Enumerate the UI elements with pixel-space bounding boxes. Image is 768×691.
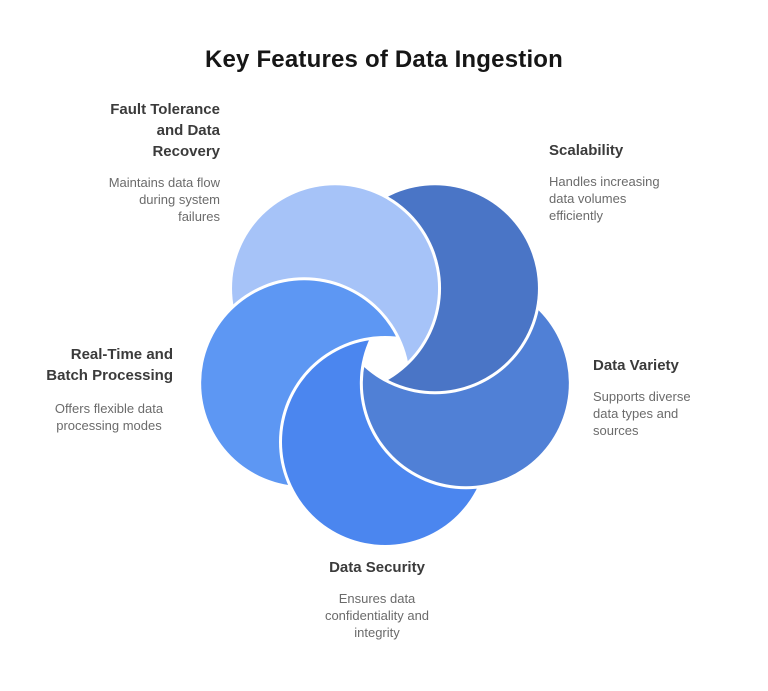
feature-scalability: Scalability Handles increasing data volu… — [549, 140, 673, 224]
feature-data-security-description: Ensures data confidentiality and integri… — [324, 591, 430, 640]
feature-scalability-description: Handles increasing data volumes efficien… — [549, 174, 660, 223]
feature-real-time-batch: Real-Time and Batch Processing Offers fl… — [45, 344, 173, 434]
feature-data-security-title: Data Security — [329, 559, 425, 576]
feature-data-variety: Data Variety Supports diverse data types… — [593, 355, 705, 439]
feature-real-time-batch-description: Offers flexible data processing modes — [54, 401, 164, 433]
feature-fault-tolerance-description: Maintains data flow during system failur… — [108, 175, 220, 224]
page-title: Key Features of Data Ingestion — [204, 46, 564, 73]
feature-scalability-title: Scalability — [549, 142, 624, 159]
pinwheel-petal-real-time-batch — [201, 280, 408, 487]
feature-data-security: Data Security Ensures data confidentiali… — [265, 557, 489, 641]
feature-fault-tolerance-title: Fault Tolerance and Data Recovery — [110, 101, 220, 160]
feature-fault-tolerance: Fault Tolerance and Data Recovery Mainta… — [94, 99, 220, 225]
feature-data-variety-description: Supports diverse data types and sources — [593, 389, 691, 438]
feature-data-variety-title: Data Variety — [593, 357, 679, 374]
feature-real-time-batch-title: Real-Time and Batch Processing — [46, 346, 173, 384]
